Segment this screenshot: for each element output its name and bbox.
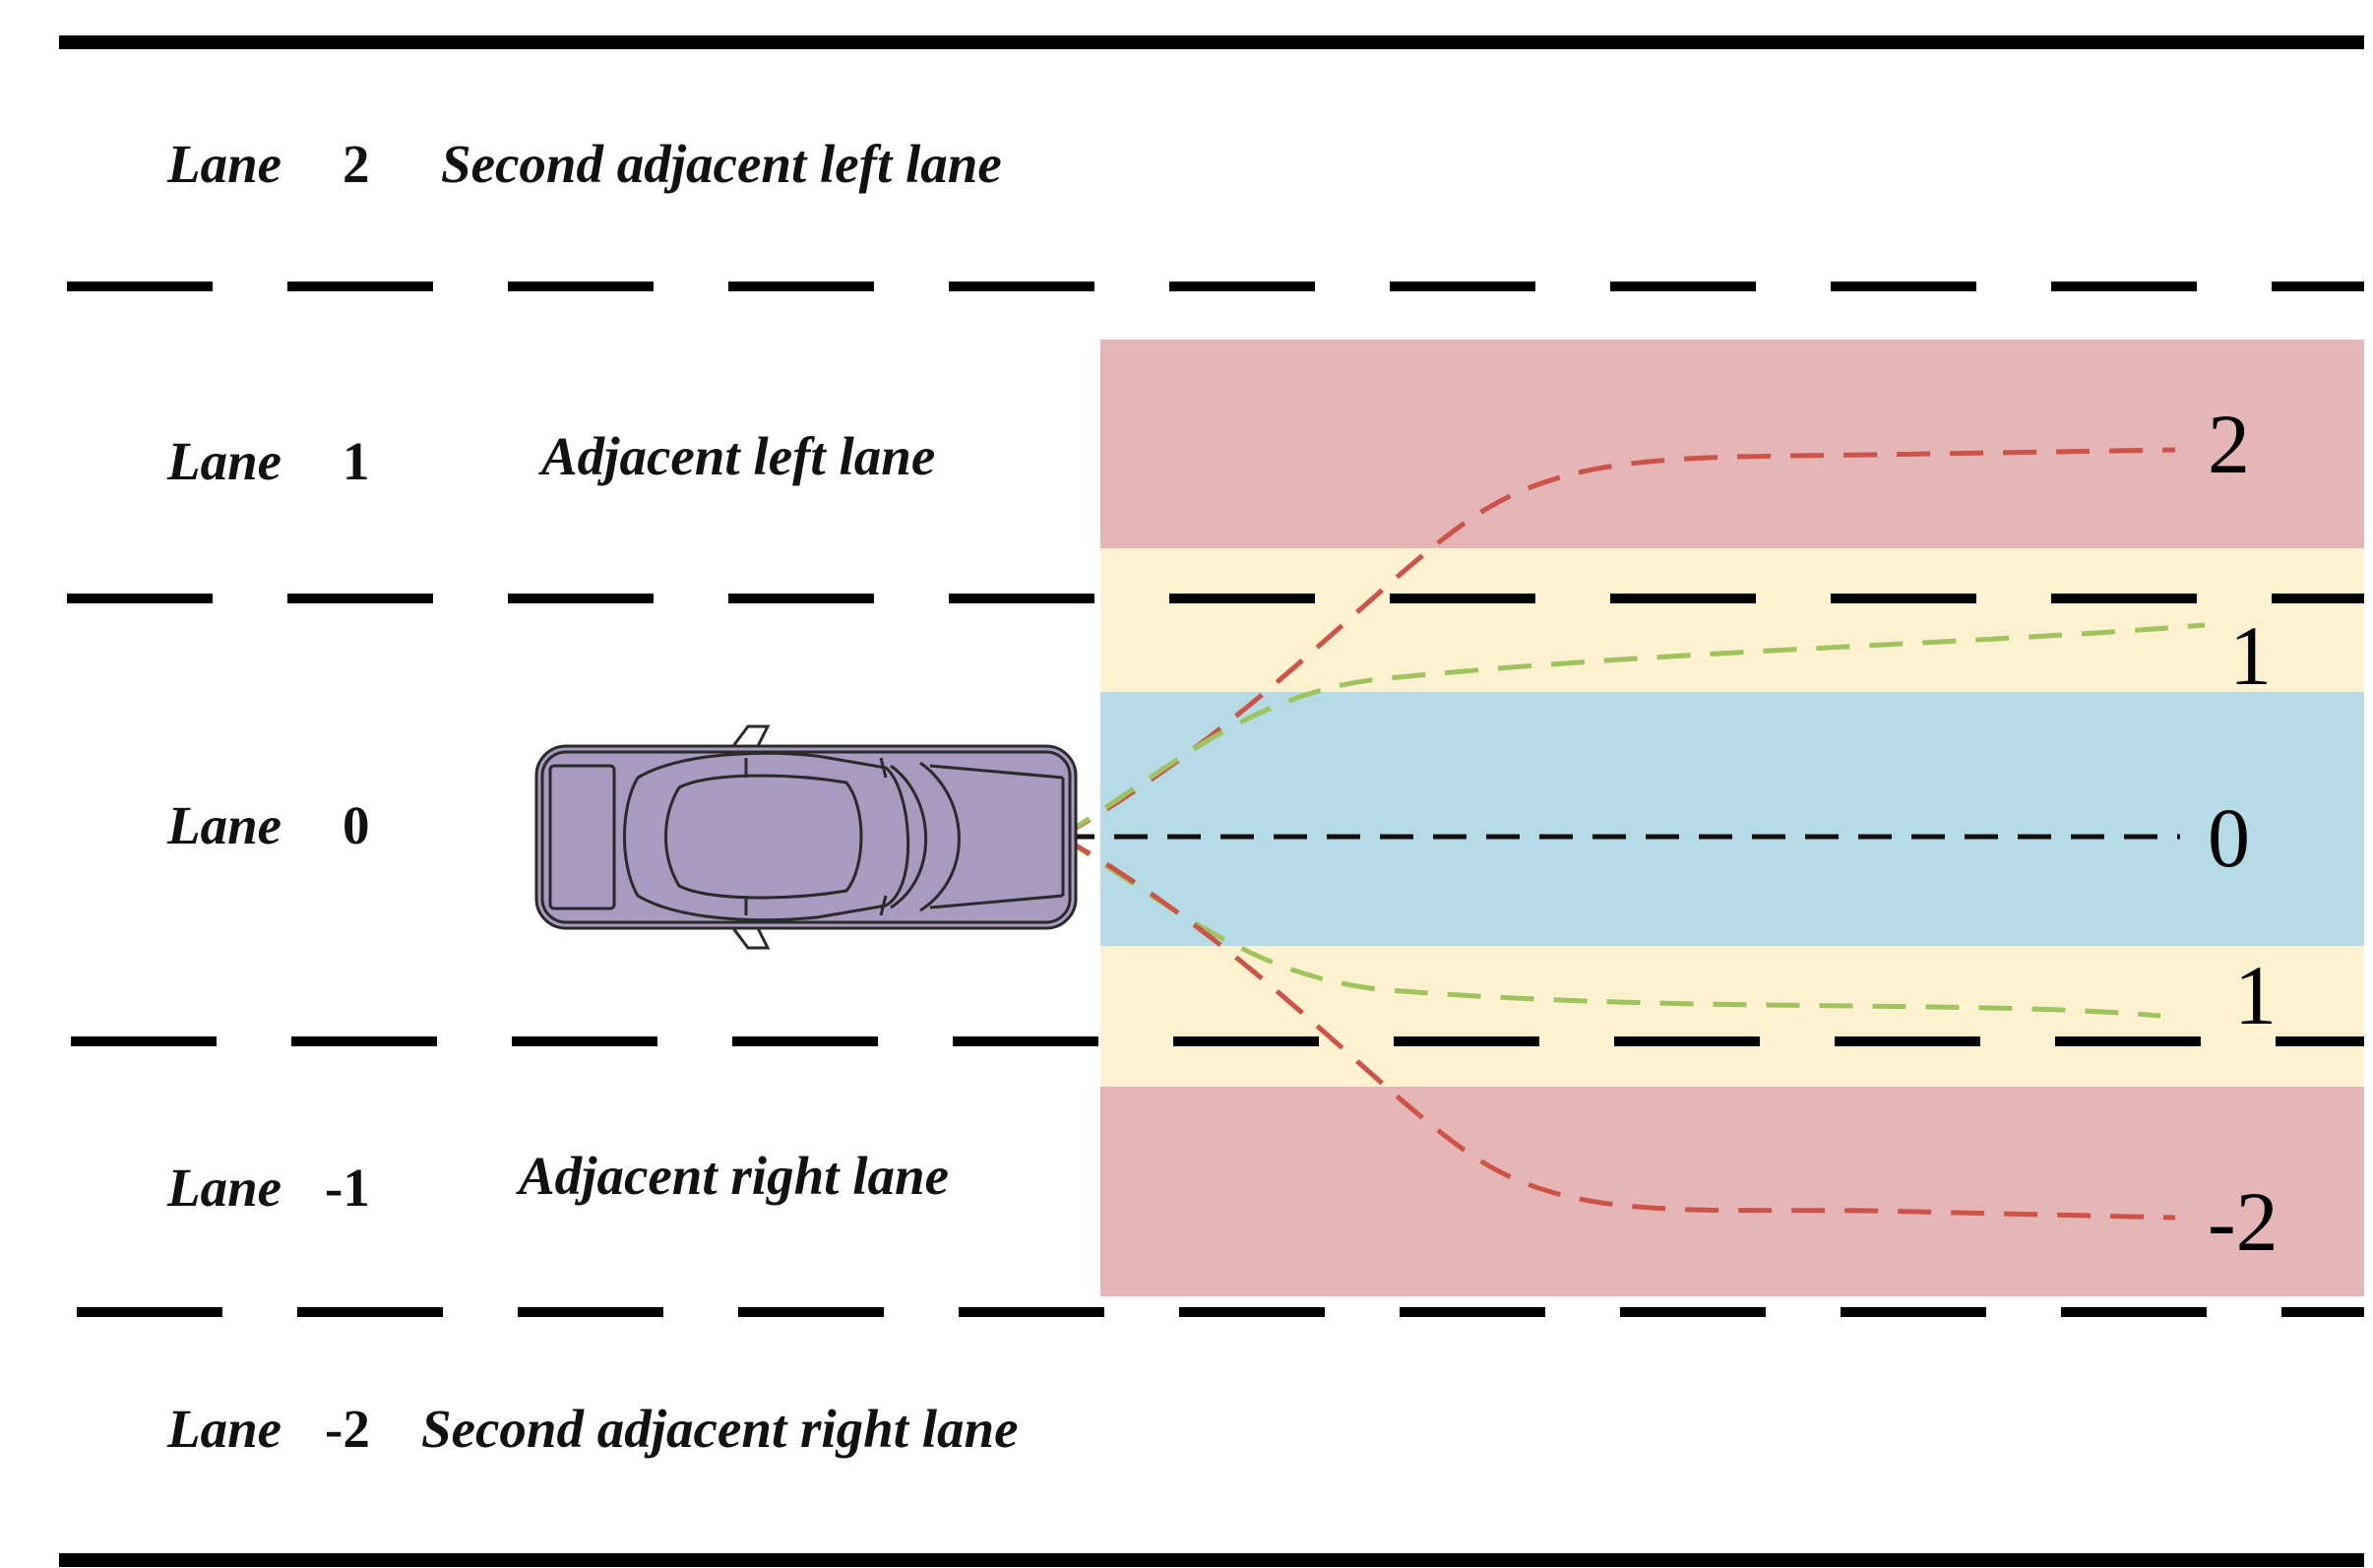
road-edges <box>59 35 2364 1567</box>
trajectory-label-right-near: 1 <box>2234 948 2277 1042</box>
lane-number: 0 <box>343 795 370 855</box>
lane-description-2: Second adjacent left lane <box>441 134 1002 194</box>
zone-left-near <box>1100 548 2364 692</box>
lane-description-1: Adjacent left lane <box>538 426 935 486</box>
trajectory-label-left-far: 2 <box>2208 397 2250 491</box>
zone-right-near <box>1100 946 2364 1087</box>
trajectory-label-left-near: 1 <box>2229 608 2272 703</box>
lane-word: Lane <box>166 1399 281 1459</box>
car-topview-icon <box>534 724 1078 950</box>
lane-number: -2 <box>325 1399 370 1459</box>
lane-description-minus-2: Second adjacent right lane <box>421 1399 1019 1459</box>
lane-number: 2 <box>343 134 370 194</box>
lane-dividers <box>67 282 2364 1317</box>
lane-word: Lane <box>166 431 281 491</box>
lane-label-0: Lane 0 <box>166 795 370 855</box>
lane-label-1: Lane 1 <box>166 431 370 491</box>
trajectory-right-far <box>1059 834 2176 1221</box>
lane-word: Lane <box>166 134 281 194</box>
trajectory-label-center: 0 <box>2208 790 2250 885</box>
lane-word: Lane <box>166 1158 281 1218</box>
lane-label-2: Lane 2 <box>166 134 370 194</box>
trajectory-right-near <box>1059 834 2161 1019</box>
trajectory-labels: 2 1 0 1 -2 <box>2208 397 2279 1269</box>
lane-number: 1 <box>343 431 370 491</box>
zone-right-far <box>1100 1087 2364 1296</box>
lane-word: Lane <box>166 795 281 855</box>
lane-labels: Lane 2 Second adjacent left lane Lane 1 … <box>166 134 1019 1459</box>
trajectory-left-near <box>1059 622 2206 840</box>
trajectory-zones <box>1100 340 2364 1296</box>
lane-label-minus-1: Lane -1 <box>166 1158 370 1218</box>
zone-center <box>1100 692 2364 946</box>
lane-label-minus-2: Lane -2 <box>166 1399 370 1459</box>
lane-number: -1 <box>325 1158 370 1218</box>
lane-description-minus-1: Adjacent right lane <box>516 1146 949 1206</box>
trajectories <box>1059 447 2206 1221</box>
trajectory-left-far <box>1059 447 2176 840</box>
zone-left-far <box>1100 340 2364 548</box>
trajectory-label-right-far: -2 <box>2208 1174 2279 1269</box>
